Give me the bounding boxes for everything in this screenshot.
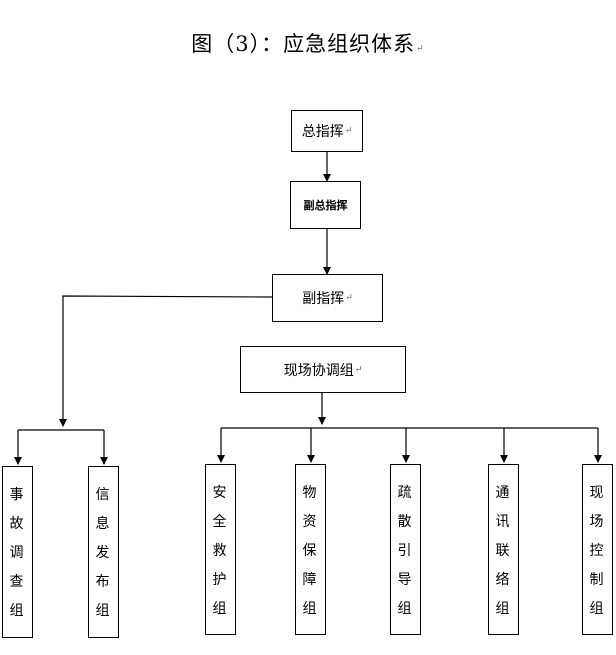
node-deputy-chief: 副总指挥 (290, 181, 361, 229)
node-site-coordination: 现场协调组↵ (240, 346, 406, 393)
group-label: 事故调查组 (9, 487, 24, 619)
group-label: 通讯联络组 (495, 485, 510, 617)
node-chief: 总指挥↵ (291, 110, 363, 152)
group-label: 信息发布组 (95, 487, 110, 619)
group-site: 现场控制组 (582, 464, 613, 635)
group-investigation: 事故调查组 (2, 466, 33, 638)
group-supply: 物资保障组 (295, 464, 326, 635)
group-info: 信息发布组 (88, 466, 119, 638)
group-evacuation: 疏散引导组 (390, 464, 421, 635)
group-label: 疏散引导组 (397, 485, 412, 617)
node-deputy-commander: 副指挥↵ (272, 274, 383, 322)
group-label: 现场控制组 (589, 485, 604, 617)
group-label: 安全救护组 (212, 485, 227, 617)
group-rescue: 安全救护组 (205, 464, 236, 635)
group-label: 物资保障组 (302, 485, 317, 617)
group-comms: 通讯联络组 (488, 464, 519, 635)
diagram-title: 图（3）：应急组织体系↵ (191, 32, 425, 56)
